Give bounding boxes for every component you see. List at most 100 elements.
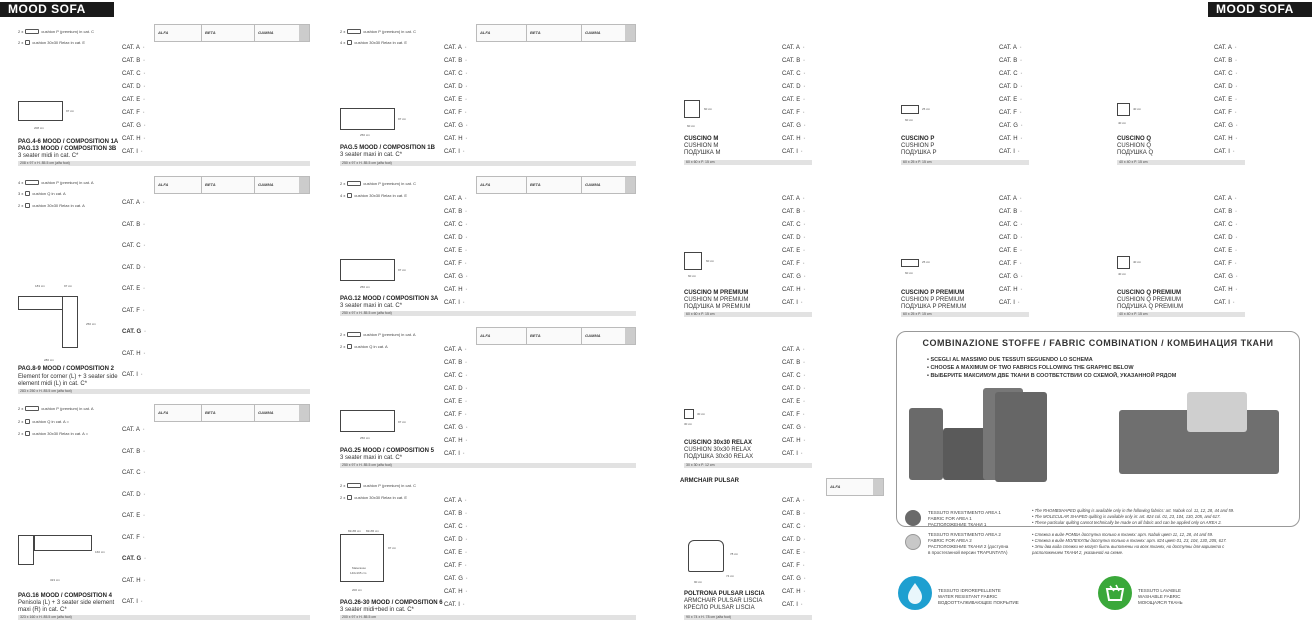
armchair-subtitle: ARMCHAIR PULSAR LISCIA [684,598,763,604]
dim-label: 25 cm [922,107,931,111]
composition-desc: 3 seater midi in cat. C* [18,153,79,159]
category-row: CAT. D* [122,84,146,90]
category-row: CAT. I* [782,300,803,306]
category-row: CAT. B* [444,511,467,517]
cushion-title: CUSCINO 30x30 RELAX [684,440,753,446]
category-row: CAT. C* [444,71,468,77]
dimension-bar: 283 x 250 x H. 85.5 cm (alfa foot) [18,389,310,394]
category-row: CAT. C* [999,71,1023,77]
fabric-area2-swatch [905,534,921,550]
quilting-note: • Эти два вида стежки не могут быть выпо… [1032,544,1225,549]
dimension-bar: 250 x 97 x H. 85.5 cm (alfa foot) [340,161,636,166]
category-row: CAT. B* [999,58,1022,64]
category-row: CAT. E* [122,97,145,103]
dim-depth: 160 cm [95,550,105,554]
dimension-bar: 30 x 30 x P. 12 cm [684,463,812,468]
cushion-subtitle: ПОДУШКА M [684,150,721,156]
category-row: CAT. G* [782,425,806,431]
cushion-drawing [901,105,919,114]
category-row: CAT. C* [444,222,468,228]
category-row: CAT. H* [444,438,468,444]
category-row: CAT. G* [999,123,1023,129]
dim-label: 78 cm [730,552,739,556]
badge-label: TESSUTO LAVABILE [1138,588,1182,593]
dim-label: 40 cm [1133,260,1142,264]
category-row: CAT. C* [122,470,146,476]
category-row: CAT. F* [444,412,467,418]
category-row: CAT. A* [782,196,805,202]
dimension-bar: 40 x 40 x P. 15 cm [1117,160,1245,165]
composition-desc: element midi (L) in cat. C* [18,381,88,387]
category-row: CAT. H* [122,136,146,142]
category-row: CAT. C* [782,222,806,228]
armchair-section-label: ARMCHAIR PULSAR [680,478,739,484]
category-row: CAT. I* [444,149,465,155]
cushion-subtitle: CUSHION M [684,143,719,149]
category-row: CAT. I* [1214,149,1235,155]
category-row: CAT. C* [782,524,806,530]
badge-label: ВОДООТТАЛКИВАЮЩЕЕ ПОКРЫТИЕ [938,600,1019,605]
category-row: CAT. C* [122,243,146,249]
cushion-title: CUSCINO P PREMIUM [901,290,965,296]
category-row: CAT. B* [782,511,805,517]
dimension-bar: 250 x 97 x H. 85.5 cm (alfa foot) [340,463,636,468]
composition-desc: 3 seater maxi in cat. C* [340,455,403,461]
category-row: CAT. B* [1214,209,1237,215]
category-row: CAT. G* [782,576,806,582]
cushion-subtitle: ПОДУШКА P [901,150,937,156]
dim-depth: 250 cm [86,322,96,326]
area2-label: в простеганной версии TRAPUNTATA) [928,550,1008,555]
category-row: CAT. G* [444,425,468,431]
category-row: CAT. I* [1214,300,1235,306]
area2-label: FABRIC FOR AREA 2 [928,538,972,543]
category-row: CAT. D* [1214,235,1238,241]
badge-label: WASHABLE FABRIC [1138,594,1181,599]
category-row: CAT. B* [444,209,467,215]
category-row: CAT. E* [444,248,467,254]
category-row: CAT. D* [122,491,146,498]
sofa-drawing-peninsula [18,535,34,565]
category-row: CAT. H* [782,438,806,444]
beta-label: BETA [202,25,255,41]
category-row: CAT. B* [999,209,1022,215]
category-row: CAT. H* [444,136,468,142]
foot-header: ALFA BETA GAMMA [154,176,310,194]
category-row: CAT. A* [444,45,467,51]
category-row: CAT. E* [782,550,805,556]
quilting-note: • Стежка в виде РОМБА доступна только в … [1032,532,1214,537]
dimension-bar: 60 x 25 x P. 15 cm [901,312,1029,317]
composition-title: PAG.5 MOOD / COMPOSITION 1B [340,145,435,151]
dimension-bar: 60 x 25 x P. 15 cm [901,160,1029,165]
category-row: CAT. A* [1214,45,1237,51]
category-row: CAT. G* [1214,123,1238,129]
category-row: CAT. G* [782,123,806,129]
composition-title: PAG.26-30 MOOD / COMPOSITION 6 [340,600,443,606]
cushion-drawing [1117,103,1130,116]
dim-width: 82x65 cm [348,529,362,533]
category-row: CAT. B* [782,209,805,215]
category-row: CAT. A* [444,196,467,202]
area1-label: РАСПОЛОЖЕНИЕ ТКАНИ 1 [928,522,987,527]
fabric-combination-panel: COMBINAZIONE STOFFE / FABRIC COMBINATION… [896,331,1300,550]
dim-label: 30 cm [684,422,693,426]
sofa-drawing [340,259,395,281]
category-row: CAT. C* [444,373,468,379]
category-row: CAT. I* [999,149,1020,155]
dim-width: 250 cm [360,133,370,137]
category-row: CAT. G* [444,274,468,280]
composition-title: PAG.25 MOOD / COMPOSITION 5 [340,448,434,454]
category-row: CAT. B* [122,221,145,228]
category-row: CAT. C* [999,222,1023,228]
category-row: CAT. A* [782,498,805,504]
dim-width: 97 cm [64,284,73,288]
category-row: CAT. I* [122,599,143,605]
category-row: CAT. A* [122,45,145,51]
brand-label-left: MOOD SOFA [0,2,114,17]
dim-label: 60 cm [704,107,713,111]
category-row: CAT. F* [999,110,1022,116]
category-row: CAT. A* [122,427,145,433]
